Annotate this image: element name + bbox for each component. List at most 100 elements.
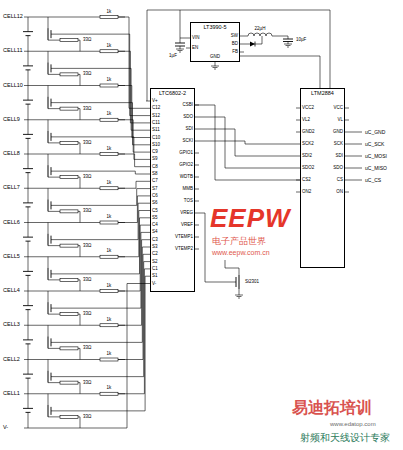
discharge-resistor <box>60 381 78 384</box>
balance-gate-wire <box>51 189 146 206</box>
cell-tap-wire <box>24 188 125 189</box>
cell-tap-wire <box>24 154 125 155</box>
capacitor-value: 10µF <box>296 38 306 43</box>
inductor-value: 22µH <box>255 27 266 32</box>
battery-gap <box>23 66 33 70</box>
cell-label: CELL5 <box>3 254 20 260</box>
discharge-resistor <box>60 107 78 110</box>
signal-name: uC_MOSI <box>365 154 387 159</box>
mosfet-lead <box>48 177 60 178</box>
capacitor-plate <box>175 43 185 44</box>
pin-name: V- <box>152 281 156 286</box>
mosfet-lead <box>48 314 60 315</box>
mosfet-lead <box>48 325 49 336</box>
pin-stub <box>345 180 349 181</box>
pin-name: ON <box>336 190 343 195</box>
part-number: Si2301 <box>245 280 259 285</box>
battery-gap <box>23 374 33 378</box>
pin-stub <box>195 141 199 142</box>
pin-name: S1 <box>152 274 158 279</box>
pin-stub <box>195 249 199 250</box>
mosfet-lead <box>48 40 60 41</box>
pin-name: VTEMP2 <box>175 247 193 252</box>
discharge-resistor <box>60 210 78 213</box>
resistor-value: 33Ω <box>83 175 91 180</box>
pin-name: S8 <box>152 172 158 177</box>
pin-name: C1 <box>152 267 158 272</box>
cell-sense-wire <box>118 120 146 152</box>
pin-name: BD <box>232 42 238 47</box>
battery-cell <box>23 202 33 203</box>
cell-tap-wire <box>24 51 125 52</box>
pin-stub <box>195 165 199 166</box>
cell-tap-wire <box>24 85 125 86</box>
part-number: LTM2884 <box>301 89 344 98</box>
mosfet-lead <box>48 279 60 280</box>
battery-cell <box>26 69 31 70</box>
battery-cell <box>26 275 31 276</box>
cell-sense-wire <box>118 154 146 167</box>
battery-gap <box>23 32 33 36</box>
mosfet-channel <box>48 131 49 143</box>
pin-name: MMB <box>183 187 194 192</box>
cell-sense-wire <box>118 196 146 223</box>
battery-cell <box>23 339 33 340</box>
pin-name: S6 <box>152 201 158 206</box>
discharge-wire <box>78 280 80 291</box>
discharge-resistor <box>60 39 78 42</box>
mosfet-lead <box>48 291 49 302</box>
resistor-value: 33Ω <box>83 72 91 77</box>
resistor-value: 1k <box>107 78 112 83</box>
battery-cell <box>26 138 31 139</box>
pin-stub <box>195 201 199 202</box>
battery-cell <box>23 134 33 135</box>
mosfet-lead <box>48 142 60 143</box>
pin-name: GPIO2 <box>179 163 193 168</box>
pin-name: S11 <box>152 128 160 133</box>
pin-name: C5 <box>152 208 158 213</box>
battery-cell <box>23 408 33 409</box>
battery-gap <box>23 169 33 173</box>
capacitor-value: 1µF <box>169 54 177 59</box>
pin-name: S12 <box>152 113 160 118</box>
ground-symbol <box>286 45 291 46</box>
discharge-wire <box>78 74 80 85</box>
mosfet-lead <box>48 74 60 75</box>
discharge-resistor <box>60 244 78 247</box>
battery-cell <box>26 206 31 207</box>
filter-resistor <box>100 255 118 258</box>
ground-symbol <box>178 50 183 51</box>
watermark: 射频和天线设计专家 <box>300 433 390 443</box>
discharge-wire <box>78 348 80 359</box>
pin-name: GND <box>210 55 220 60</box>
discharge-resistor <box>60 313 78 316</box>
pin-stub <box>195 153 199 154</box>
pin-stub <box>345 108 349 109</box>
mosfet-lead <box>48 108 60 109</box>
signal-wire <box>349 180 362 181</box>
battery-cell <box>26 241 31 242</box>
pin-name: SW <box>231 34 238 39</box>
pin-stub <box>195 129 199 130</box>
ground-symbol <box>211 66 219 67</box>
resistor-value: 33Ω <box>83 209 91 214</box>
pin-name: S3 <box>152 245 158 250</box>
pin-name: SCK <box>334 142 343 147</box>
mosfet-channel <box>48 199 49 211</box>
pin-name: GPIO1 <box>179 151 193 156</box>
signal-name: uC_CS <box>365 178 381 183</box>
battery-cell <box>26 309 31 310</box>
pin-stub <box>195 213 199 214</box>
pin-name: CS2 <box>302 178 311 183</box>
resistor-value: 1k <box>107 386 112 391</box>
pin-name: VREF <box>181 223 193 228</box>
mosfet-channel <box>48 97 49 109</box>
resistor-value: 33Ω <box>83 106 91 111</box>
pin-name: SDI <box>185 127 193 132</box>
battery-gap <box>23 340 33 344</box>
battery-cell <box>23 31 33 32</box>
filter-resistor <box>100 50 118 53</box>
pin-stub <box>345 132 349 133</box>
resistor-value: 33Ω <box>83 243 91 248</box>
